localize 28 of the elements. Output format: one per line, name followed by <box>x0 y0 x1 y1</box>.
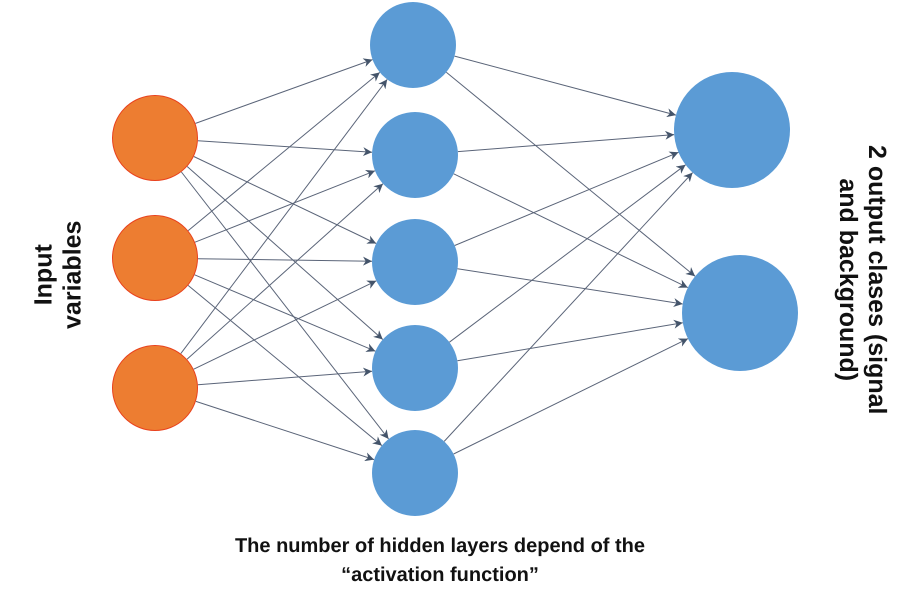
arrow <box>197 368 373 386</box>
arrow <box>188 72 380 232</box>
arrow <box>195 58 373 124</box>
arrow <box>193 280 377 370</box>
arrow <box>457 130 675 152</box>
arrow <box>198 256 372 266</box>
arrow <box>444 172 694 442</box>
arrow <box>454 56 676 118</box>
arrow <box>193 156 377 244</box>
axis-label: 2 output clases (signal and background) <box>833 144 891 416</box>
axis-label: Input variables <box>29 220 87 331</box>
caption: The number of hidden layers depend of the “activation function” <box>234 534 646 588</box>
arrow <box>180 78 388 354</box>
arrow <box>453 338 688 454</box>
arrow <box>446 72 696 277</box>
arrow <box>456 320 684 362</box>
arrow <box>454 152 679 246</box>
arrow <box>453 173 688 288</box>
arrow <box>197 140 373 156</box>
arrow <box>194 274 376 352</box>
arrow <box>186 166 384 340</box>
arrow <box>448 164 686 343</box>
arrow <box>188 284 382 446</box>
arrow <box>194 170 376 243</box>
arrow <box>186 183 384 360</box>
arrow <box>457 268 684 308</box>
arrow <box>195 400 375 462</box>
arrow <box>180 172 390 440</box>
